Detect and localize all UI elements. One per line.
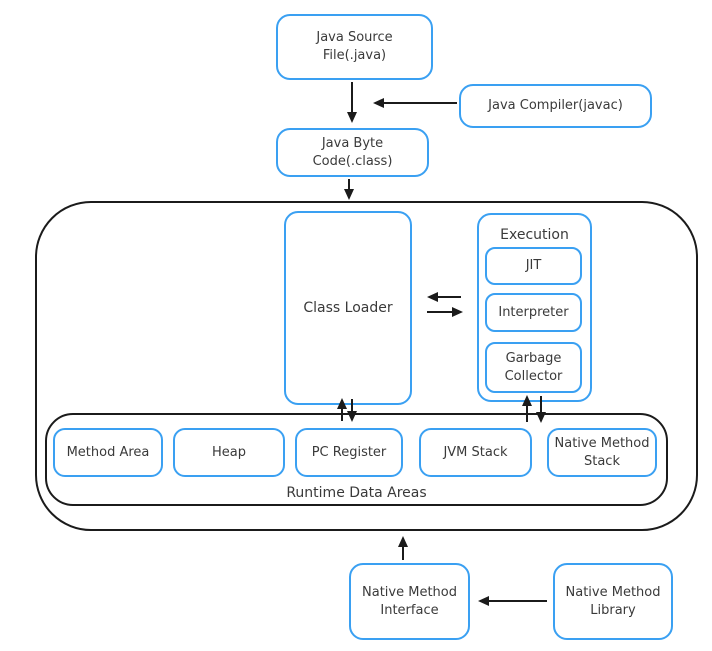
node-java-source-file: Java Source File(.java) <box>276 14 433 80</box>
runtime-data-areas-label: Runtime Data Areas <box>286 485 427 501</box>
node-native-method-library: Native Method Library <box>553 563 673 640</box>
node-java-byte-code: Java Byte Code(.class) <box>276 128 429 177</box>
node-jvm-stack: JVM Stack <box>419 428 532 477</box>
node-native-method-interface: Native Method Interface <box>349 563 470 640</box>
node-jit: JIT <box>485 247 582 285</box>
node-native-method-stack: Native Method Stack <box>547 428 657 477</box>
node-pc-register: PC Register <box>295 428 403 477</box>
jvm-container <box>35 201 698 531</box>
node-heap: Heap <box>173 428 285 477</box>
execution-label: Execution <box>500 227 569 243</box>
node-method-area: Method Area <box>53 428 163 477</box>
node-interpreter: Interpreter <box>485 293 582 332</box>
node-class-loader: Class Loader <box>284 211 412 405</box>
node-garbage-collector: Garbage Collector <box>485 342 582 393</box>
node-java-compiler: Java Compiler(javac) <box>459 84 652 128</box>
